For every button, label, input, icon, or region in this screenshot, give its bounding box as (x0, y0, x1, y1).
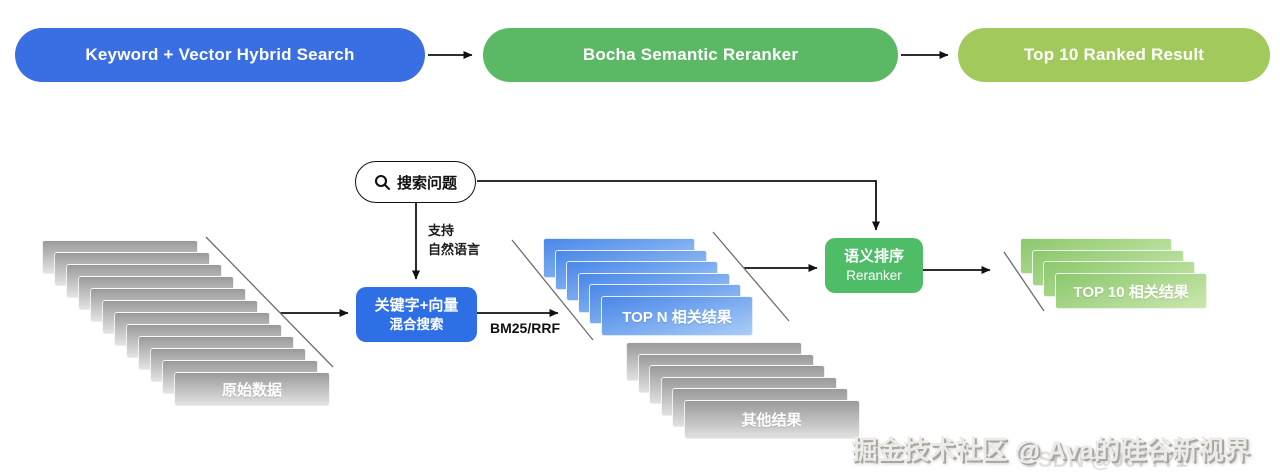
pipeline-step-label: Keyword + Vector Hybrid Search (85, 45, 355, 64)
arrow-query-to-reranker (477, 180, 880, 231)
pipeline-step-label: Top 10 Ranked Result (1023, 45, 1205, 64)
hybrid-search-box: 关键字+向量 混合搜索 (356, 287, 477, 342)
pipeline-step-hybrid-search: Keyword + Vector Hybrid Search (15, 28, 425, 82)
search-query-node: 搜索问题 (355, 161, 476, 203)
reranker-box-line2: Reranker (846, 267, 902, 283)
note-line-2: 自然语言 (428, 242, 481, 257)
pipeline-step-semantic-reranker: Bocha Semantic Reranker (483, 28, 898, 82)
stack-label: TOP N 相关结果 (622, 308, 732, 326)
pipeline-step-ranked-result: Top 10 Ranked Result (958, 28, 1270, 82)
stack-label: 其他结果 (741, 411, 802, 429)
fusion-method-label: BM25/RRF (490, 320, 561, 336)
community-watermark: 掘金技术社区 @ Ava的硅谷新视界 (851, 435, 1250, 465)
hybrid-box-line1: 关键字+向量 (374, 296, 459, 314)
stack-label: TOP 10 相关结果 (1073, 283, 1189, 301)
stack-front-card: 原始数据 (174, 372, 330, 406)
search-query-label: 搜索问题 (396, 174, 457, 192)
reranker-box-line1: 语义排序 (843, 247, 904, 265)
reranker-box: 语义排序 Reranker (825, 238, 923, 293)
search-icon (374, 174, 391, 190)
note-line-1: 支持 (428, 223, 455, 238)
stack-front-card: TOP 10 相关结果 (1055, 273, 1208, 310)
hybrid-box-line2: 混合搜索 (389, 316, 444, 332)
stack-label: 原始数据 (221, 381, 282, 399)
stack-front-card: TOP N 相关结果 (601, 296, 753, 336)
pipeline-step-label: Bocha Semantic Reranker (582, 45, 799, 64)
faint-watermark: CSDN @007??1 (1022, 447, 1188, 472)
stack-front-card: 其他结果 (683, 399, 860, 439)
natural-language-note: 支持 自然语言 (428, 221, 480, 259)
